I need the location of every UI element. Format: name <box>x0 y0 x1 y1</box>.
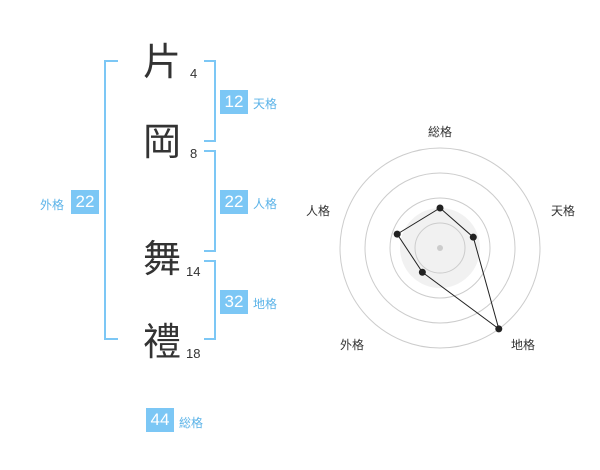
jinkaku-bracket <box>204 150 216 252</box>
axis-label-jinkaku: 人格 <box>306 204 331 218</box>
chikaku-label: 地格 <box>253 297 278 311</box>
radar-ring-2 <box>389 197 491 299</box>
tenkaku-label: 天格 <box>253 97 278 111</box>
radar-ring-4 <box>339 147 541 349</box>
axis-label-chikaku: 地格 <box>511 338 536 352</box>
stroke-count-1: 4 <box>190 66 198 81</box>
radar-point-3 <box>418 268 426 276</box>
gaikaku-value-badge: 22 <box>71 190 99 214</box>
radar-ring-1 <box>414 222 466 274</box>
gaikaku-label: 外格 <box>40 198 65 212</box>
radar-point-2 <box>495 325 503 333</box>
radar-ring-3 <box>364 172 516 324</box>
axis-label-soukaku: 総格 <box>428 125 453 139</box>
radar-point-0 <box>436 204 444 212</box>
gaikaku-bracket <box>104 60 118 340</box>
char-1: 片 <box>143 40 182 84</box>
axis-label-tenkaku: 天格 <box>551 204 576 218</box>
tenkaku-bracket <box>204 60 216 142</box>
stroke-count-2: 8 <box>190 146 198 161</box>
radar-polygon <box>396 207 500 331</box>
jinkaku-label: 人格 <box>253 197 278 211</box>
jinkaku-value-badge: 22 <box>220 190 248 214</box>
soukaku-value-badge: 44 <box>146 408 174 432</box>
chikaku-bracket <box>204 260 216 340</box>
axis-label-gaikaku: 外格 <box>340 338 365 352</box>
radar-center-dot <box>437 245 443 251</box>
radar-point-1 <box>469 233 477 241</box>
char-3: 舞 <box>143 237 182 281</box>
radar-point-4 <box>393 230 401 238</box>
stroke-count-3: 14 <box>186 264 201 279</box>
tenkaku-value-badge: 12 <box>220 90 248 114</box>
stroke-count-4: 18 <box>186 346 201 361</box>
soukaku-label: 総格 <box>179 416 204 430</box>
char-2: 岡 <box>143 120 182 164</box>
char-4: 禮 <box>143 320 182 364</box>
chikaku-value-badge: 32 <box>220 290 248 314</box>
